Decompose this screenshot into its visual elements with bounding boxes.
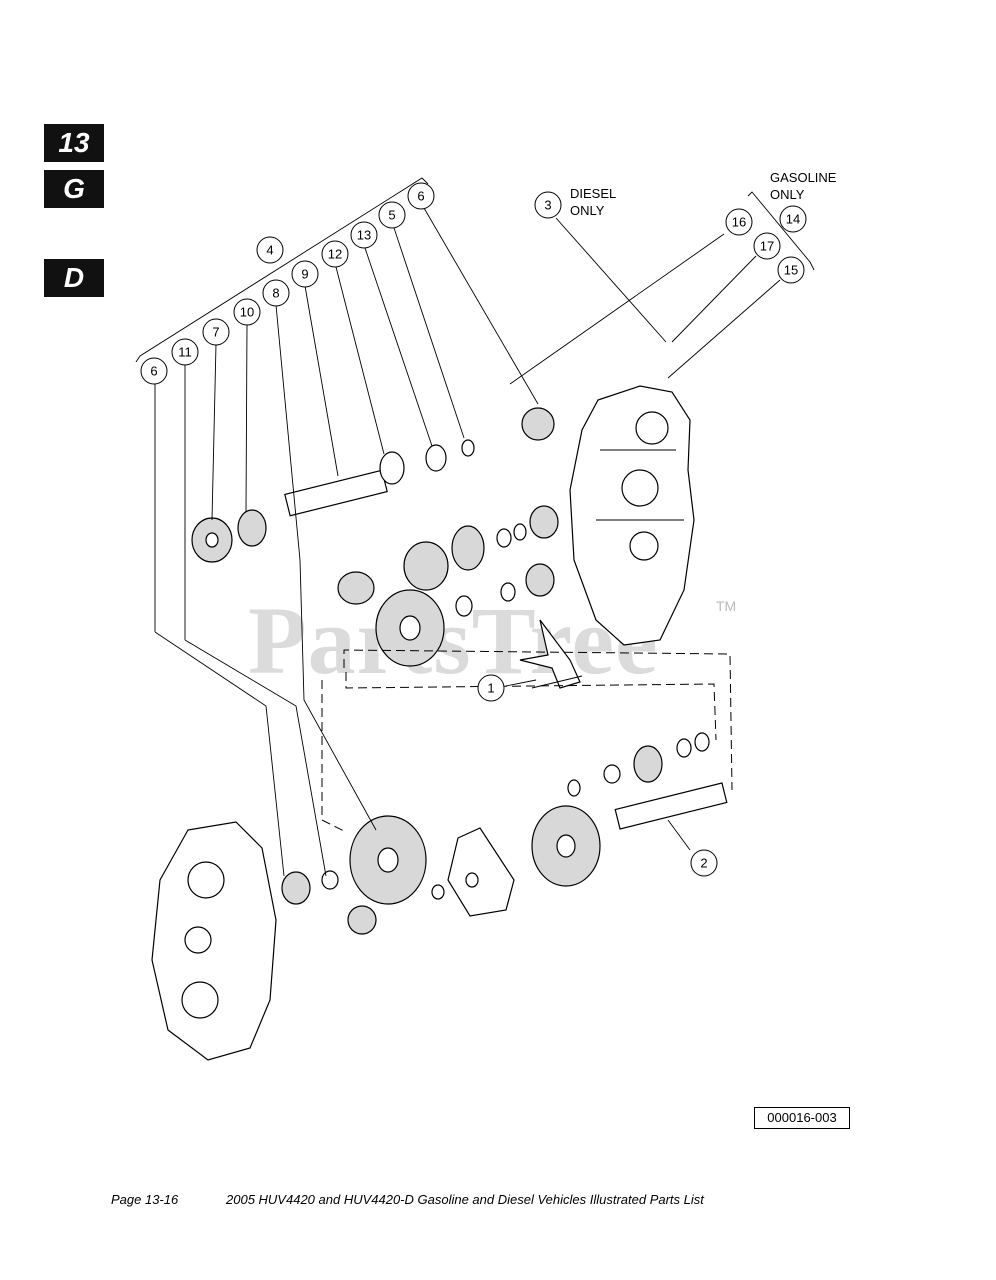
footer-page-number: Page 13-16 — [111, 1192, 179, 1207]
svg-text:2: 2 — [700, 856, 707, 871]
group-bracket-right — [747, 191, 815, 271]
callout-8: 8 — [262, 279, 290, 307]
svg-text:14: 14 — [786, 212, 800, 227]
section-tab-13: 13 — [44, 124, 104, 162]
callout-14: 14 — [779, 205, 807, 233]
svg-text:17: 17 — [760, 239, 774, 254]
svg-text:6: 6 — [417, 189, 424, 204]
input-shaft-assembly — [191, 407, 555, 563]
svg-text:13: 13 — [357, 228, 371, 243]
leader-lines — [154, 207, 781, 877]
watermark: PartsTree — [248, 587, 659, 694]
svg-text:10: 10 — [240, 305, 254, 320]
callout-17: 17 — [753, 232, 781, 260]
alignment-line-1 — [343, 649, 733, 791]
callout-11: 11 — [171, 338, 199, 366]
output-shaft-assembly — [281, 732, 728, 935]
svg-text:9: 9 — [301, 267, 308, 282]
alignment-line-2 — [321, 680, 347, 833]
svg-text:7: 7 — [212, 325, 219, 340]
alignment-line-3 — [345, 672, 717, 741]
callout-6-left: 6 — [140, 357, 168, 385]
lower-transaxle-housing — [151, 821, 277, 1061]
diesel-only-note: DIESEL ONLY — [570, 186, 616, 218]
shift-fork — [519, 619, 583, 689]
callout-1: 1 — [477, 674, 505, 702]
callout-7: 7 — [202, 318, 230, 346]
svg-text:12: 12 — [328, 247, 342, 262]
callout-16: 16 — [725, 208, 753, 236]
callout-10: 10 — [233, 298, 261, 326]
svg-text:6: 6 — [150, 364, 157, 379]
svg-text:8: 8 — [272, 286, 279, 301]
footer-title: 2005 HUV4420 and HUV4420-D Gasoline and … — [226, 1192, 704, 1207]
svg-text:4: 4 — [266, 243, 273, 258]
svg-text:3: 3 — [544, 198, 551, 213]
gasoline-only-note: GASOLINE ONLY — [770, 170, 837, 202]
counter-shaft-gears — [337, 505, 559, 667]
watermark-tm: TM — [716, 598, 737, 614]
callout-13: 13 — [350, 221, 378, 249]
callout-4: 4 — [256, 236, 284, 264]
callout-15: 15 — [777, 256, 805, 284]
svg-text:16: 16 — [732, 215, 746, 230]
svg-text:1: 1 — [487, 681, 494, 696]
section-tab-g: G — [44, 170, 104, 208]
svg-text:11: 11 — [178, 345, 192, 360]
svg-text:5: 5 — [388, 208, 395, 223]
callout-2: 2 — [690, 849, 718, 877]
figure-code: 000016-003 — [754, 1107, 850, 1129]
callout-3: 3 — [534, 191, 562, 219]
section-tab-d: D — [44, 259, 104, 297]
upper-transaxle-housing — [569, 385, 695, 646]
callout-5: 5 — [378, 201, 406, 229]
group-bracket-left — [135, 177, 429, 363]
callout-6-top: 6 — [407, 182, 435, 210]
callout-9: 9 — [291, 260, 319, 288]
svg-text:15: 15 — [784, 263, 798, 278]
callout-12: 12 — [321, 240, 349, 268]
